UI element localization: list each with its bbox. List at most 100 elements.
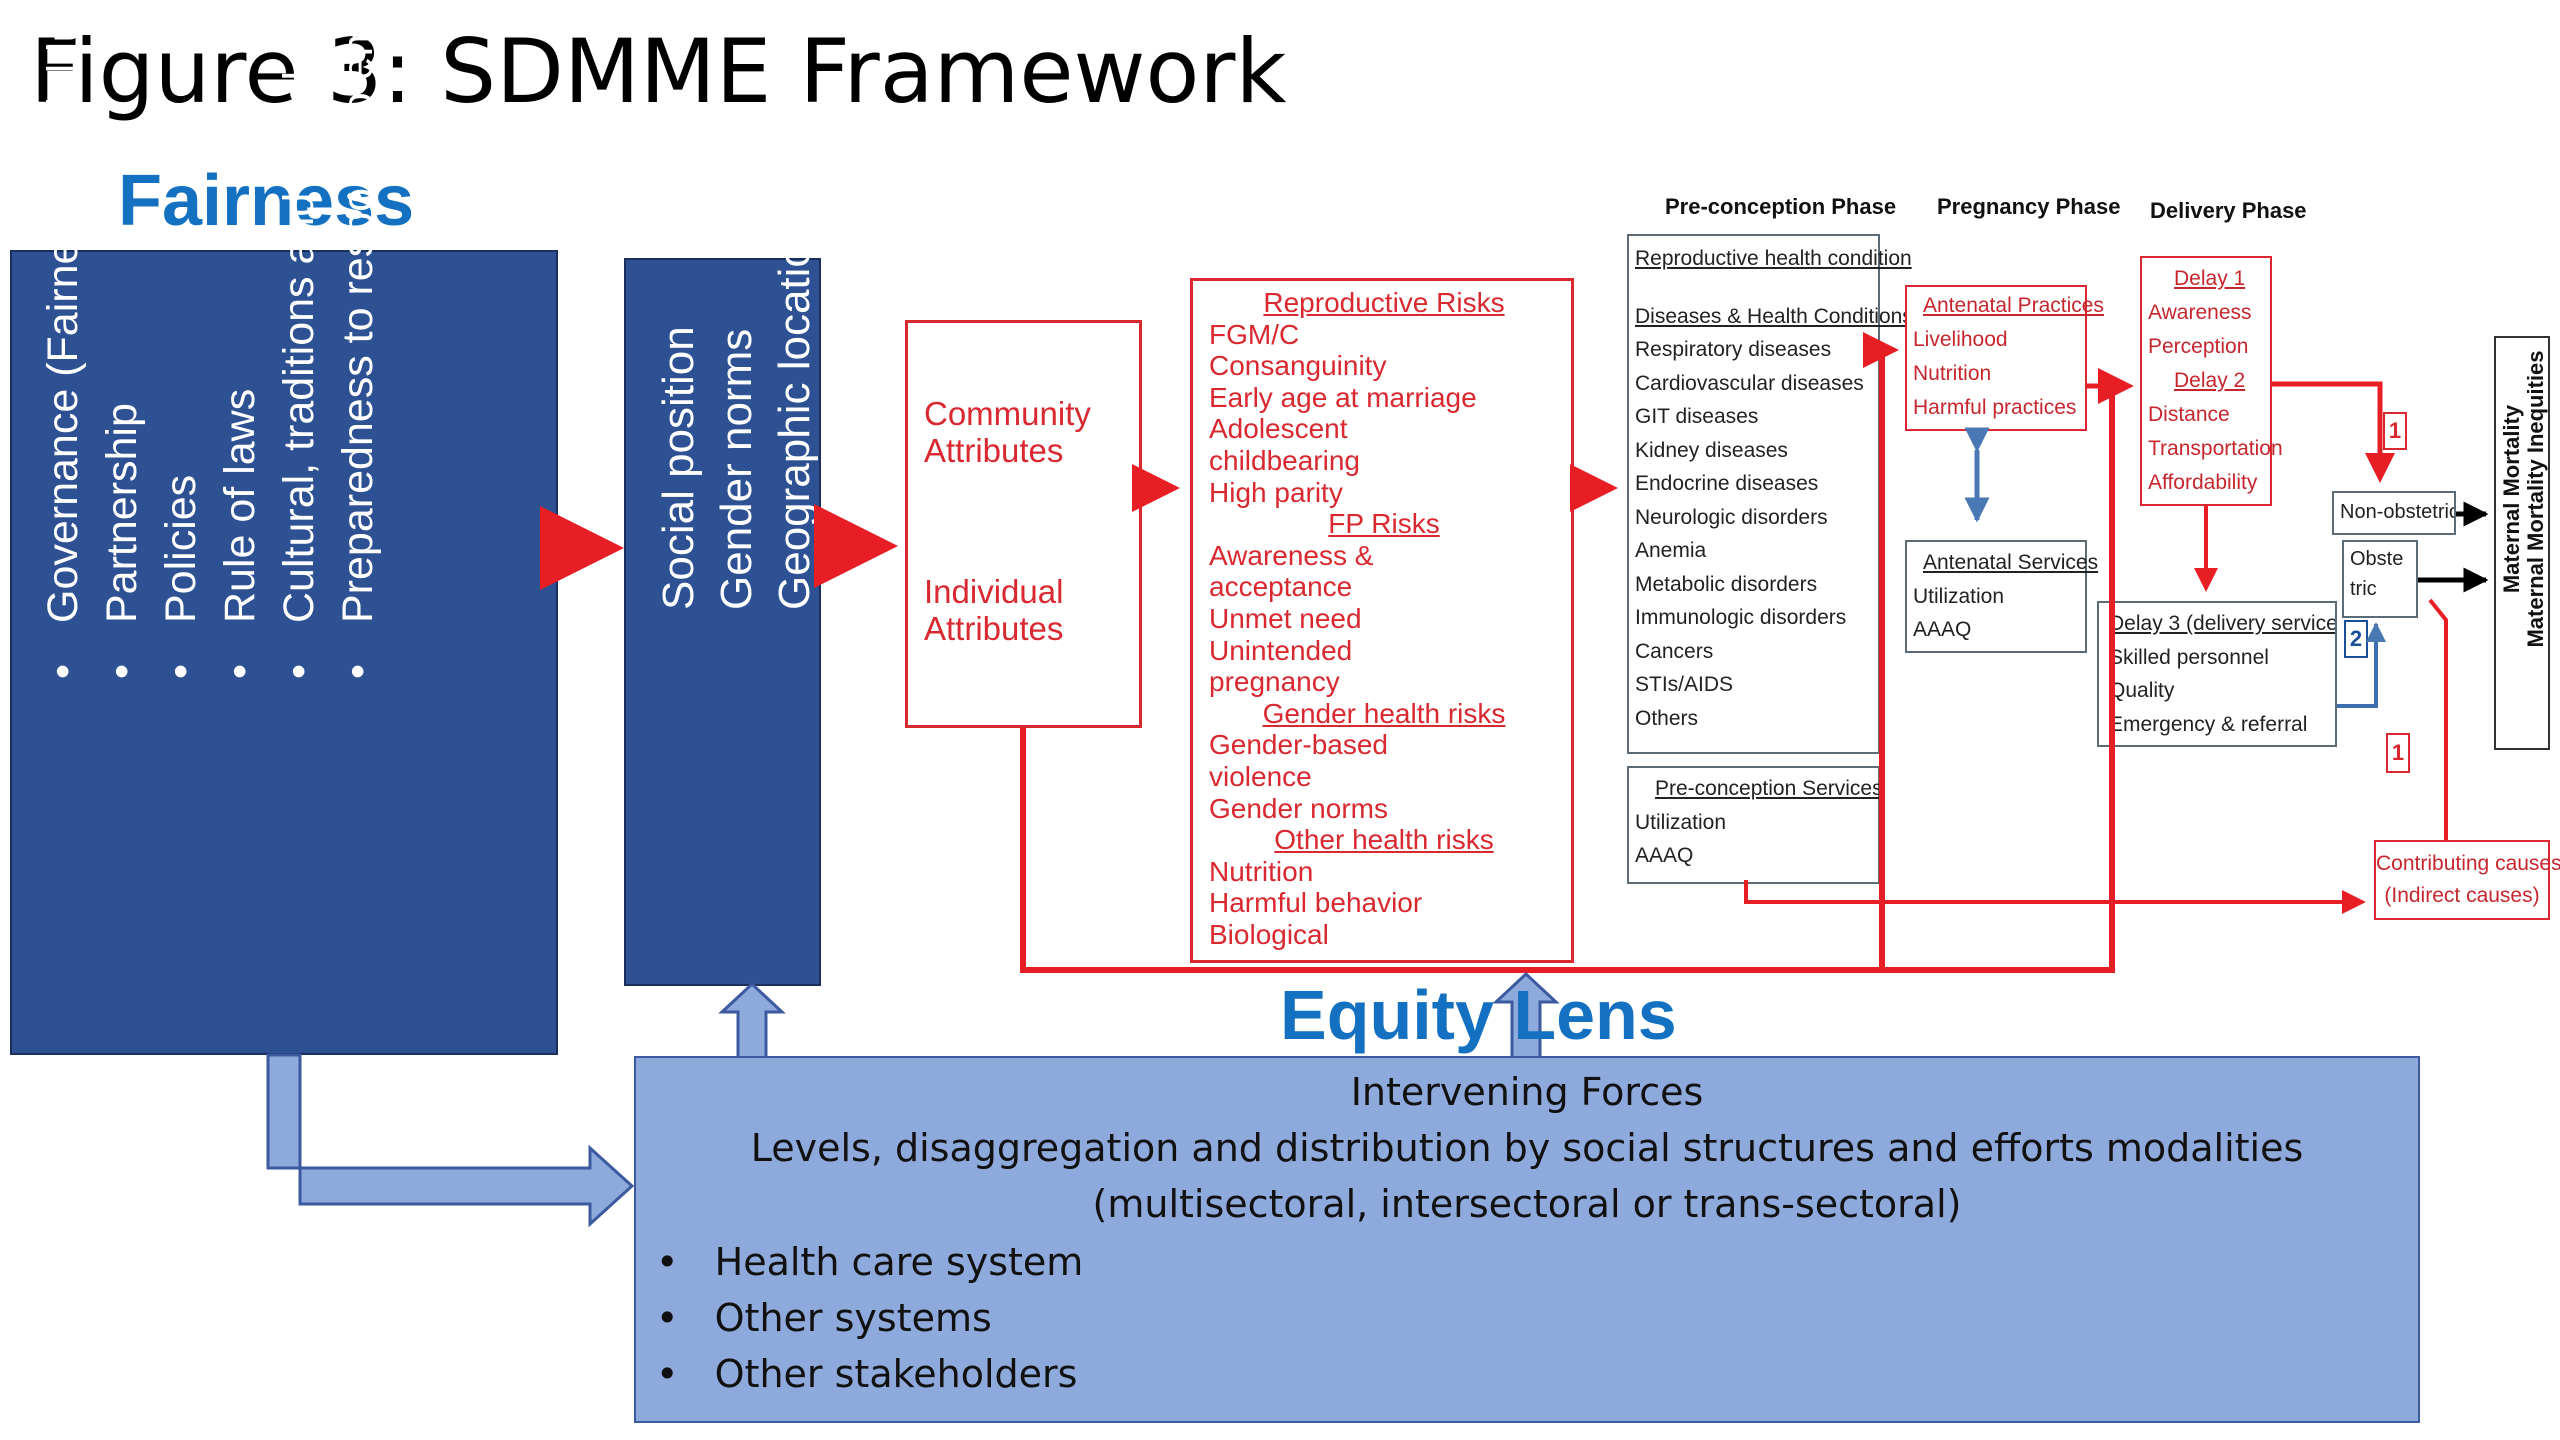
- arrow-delay3-to-obstetric: [2337, 622, 2386, 708]
- outcome-box: Maternal Mortality Maternal Mortality In…: [2494, 336, 2550, 750]
- arrow-attributes-loop: [1020, 368, 2134, 973]
- disease-item: Kidney diseases: [1635, 438, 1788, 462]
- non-obstetric-box: Non-obstetric: [2332, 491, 2456, 535]
- intervening-forces-box: Intervening Forces Levels, disaggregatio…: [634, 1056, 2420, 1423]
- contributing-line: (Indirect causes): [2384, 884, 2540, 907]
- intervening-bullet: • Other stakeholders: [656, 1352, 1078, 1396]
- arrow-governance-to-intervening: [266, 1053, 635, 1228]
- disease-item: Others: [1635, 706, 1699, 730]
- risk-item: Unintended: [1209, 634, 1353, 666]
- non-obstetric-label: Non-obstetric: [2340, 501, 2456, 523]
- risk-item: violence: [1209, 760, 1312, 792]
- antenatal-practices-item: Harmful practices: [1913, 396, 2077, 419]
- arrow-intervening-to-social: [718, 981, 786, 1060]
- risk-item: Awareness &: [1209, 539, 1374, 571]
- intervening-bullet-text: Health care system: [714, 1240, 1084, 1284]
- delivery-phase-header: Delivery Phase: [2150, 198, 2307, 223]
- antenatal-practices-heading: Antenatal Practices: [1923, 294, 2104, 317]
- antenatal-practices-box: Antenatal Practices Livelihood Nutrition…: [1905, 285, 2104, 431]
- disease-item: Cancers: [1635, 639, 1714, 663]
- delay-3-box: Delay 3 (delivery services) Skilled pers…: [2097, 601, 2337, 747]
- risk-item: acceptance: [1209, 571, 1353, 603]
- antenatal-services-item: Utilization: [1913, 584, 2005, 608]
- risk-item: Nutrition: [1209, 855, 1314, 887]
- disease-item: Cardiovascular diseases: [1635, 371, 1864, 395]
- disease-item: Metabolic disorders: [1635, 572, 1818, 596]
- risk-item: Early age at marriage: [1209, 381, 1477, 413]
- risk-item: Consanguinity: [1209, 350, 1387, 382]
- antenatal-services-heading: Antenatal Services: [1923, 551, 2099, 574]
- arrow-delay-to-box1: [2272, 381, 2395, 483]
- reproductive-health-heading: Reproductive health condition: [1635, 247, 1912, 270]
- arrow-loop-to-pregnancy: [1863, 332, 1899, 970]
- delay-2-heading: Delay 2: [2174, 369, 2246, 392]
- intervening-bullet: • Health care system: [656, 1240, 1084, 1284]
- risk-heading: Reproductive Risks: [1263, 287, 1505, 318]
- diseases-heading: Diseases & Health Conditions: [1635, 304, 1913, 328]
- delay-3-heading: Delay 3 (delivery services): [2109, 612, 2337, 635]
- intervening-bullet-text: Other systems: [714, 1296, 992, 1340]
- risk-item: childbearing: [1209, 444, 1360, 476]
- delay-3-item: Quality: [2109, 679, 2175, 702]
- delay-3-item: Emergency & referral: [2109, 712, 2308, 736]
- risk-item: High parity: [1209, 476, 1343, 508]
- risk-item: Adolescent: [1209, 413, 1348, 445]
- community-attributes: Community Attributes: [924, 395, 1091, 469]
- governance-box: Governance (Fairness, social justice, ac…: [10, 0, 558, 1055]
- antenatal-services-item: AAAQ: [1913, 618, 1972, 641]
- delay-1-2-box: Delay 1 Awareness Perception Delay 2 Dis…: [2140, 256, 2283, 506]
- risk-item: Gender norms: [1209, 792, 1388, 824]
- risk-item: pregnancy: [1209, 666, 1340, 698]
- risk-item: Unmet need: [1209, 602, 1362, 634]
- risk-heading: Gender health risks: [1262, 697, 1506, 729]
- disease-item: GIT diseases: [1635, 405, 1759, 428]
- disease-item: Anemia: [1635, 539, 1707, 562]
- equity-lens-label: Equity Lens: [1280, 976, 1677, 1054]
- obstetric-label: Obstetric: [2350, 548, 2404, 600]
- number-label: 1: [2383, 412, 2407, 450]
- delay-2-item: Affordability: [2148, 471, 2258, 494]
- risk-item: Gender-based: [1209, 729, 1389, 761]
- risk-item: FGM/C: [1209, 318, 1300, 350]
- risk-item: Biological: [1209, 918, 1329, 950]
- arrow-intervening-to-risks: [1492, 971, 1560, 1056]
- intervening-bullet: • Other systems: [656, 1296, 992, 1340]
- intervening-title: Intervening Forces: [1350, 1070, 1704, 1114]
- preconception-services-item: Utilization: [1635, 810, 1727, 834]
- delay-2-item: Transportation: [2148, 437, 2283, 460]
- intervening-bullet-text: Other stakeholders: [714, 1352, 1078, 1396]
- disease-item: Neurologic disorders: [1635, 505, 1828, 529]
- delay-1-item: Awareness: [2148, 301, 2252, 324]
- arrow-services-to-contributing: [1744, 880, 2366, 914]
- antenatal-services-box: Antenatal Services Utilization AAAQ: [1905, 540, 2099, 653]
- disease-item: Endocrine diseases: [1635, 472, 1819, 495]
- antenatal-practices-item: Livelihood: [1913, 328, 2008, 351]
- individual-attributes: Individual Attributes: [924, 573, 1064, 647]
- preconception-conditions-box: Reproductive health condition Diseases &…: [1627, 234, 1913, 754]
- delay-3-item: Skilled personnel: [2109, 645, 2269, 669]
- preconception-services-item: AAAQ: [1635, 844, 1694, 867]
- antenatal-practices-item: Nutrition: [1913, 362, 1992, 385]
- obstetric-box: Obstetric: [2342, 540, 2418, 618]
- arrow-contributing-up: [2428, 598, 2448, 840]
- social-factors-box: Social position Gender norms Geographic …: [624, 219, 821, 986]
- disease-item: Respiratory diseases: [1635, 338, 1832, 361]
- delay-1-item: Perception: [2148, 335, 2249, 358]
- risk-heading: Other health risks: [1274, 824, 1494, 856]
- preconception-services-heading: Pre-conception Services: [1655, 777, 1883, 800]
- delay-2-item: Distance: [2148, 403, 2230, 426]
- pregnancy-phase-header: Pregnancy Phase: [1937, 194, 2121, 219]
- intervening-line-2: (multisectoral, intersectoral or trans-s…: [1092, 1182, 1962, 1226]
- risk-item: Harmful behavior: [1209, 887, 1423, 919]
- preconception-phase-header: Pre-conception Phase: [1665, 194, 1897, 219]
- contributing-causes-box: Contributing causes (Indirect causes): [2374, 840, 2560, 920]
- number-label: 1: [2386, 733, 2410, 773]
- number-label: 2: [2344, 620, 2368, 658]
- disease-item: Immunologic disorders: [1635, 606, 1847, 629]
- disease-item: STIs/AIDS: [1635, 673, 1734, 696]
- intervening-line-1: Levels, disaggregation and distribution …: [750, 1126, 2304, 1170]
